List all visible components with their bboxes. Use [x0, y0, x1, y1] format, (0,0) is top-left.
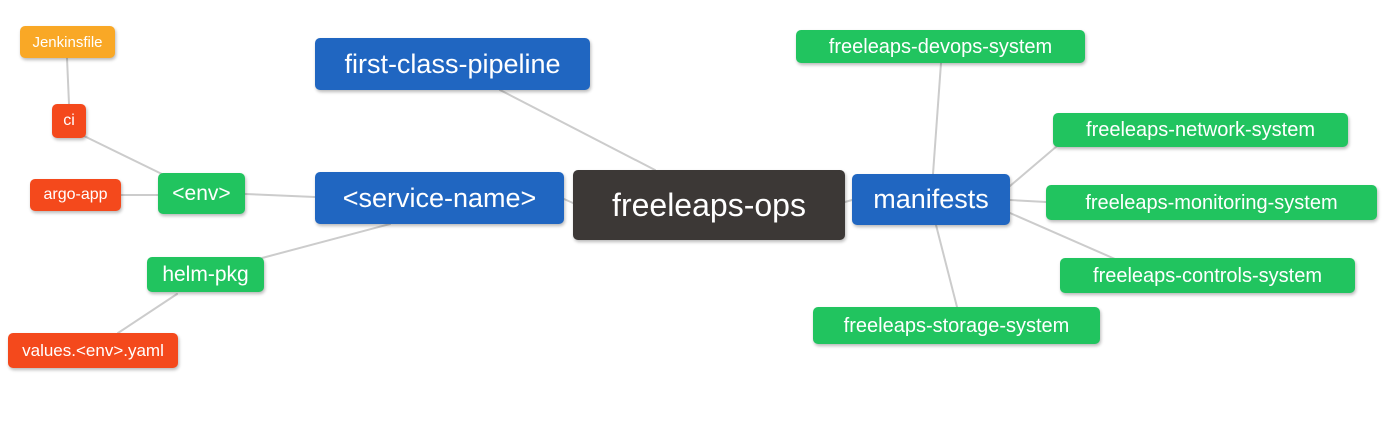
edge-manifests-to-monitoring-system: [1009, 199, 1047, 203]
mindmap-node-network-system[interactable]: freeleaps-network-system: [1053, 113, 1348, 147]
edge-service-name-to-freeleaps-ops: [563, 198, 574, 204]
mindmap-node-service-name[interactable]: <service-name>: [315, 172, 564, 224]
edge-ci-to-env: [83, 135, 167, 177]
edge-first-class-pipeline-to-freeleaps-ops: [499, 89, 656, 171]
mindmap-node-controls-system[interactable]: freeleaps-controls-system: [1060, 258, 1355, 293]
edge-manifests-to-network-system: [1009, 145, 1058, 187]
mindmap-node-storage-system[interactable]: freeleaps-storage-system: [813, 307, 1100, 344]
edge-jenkinsfile-to-ci: [66, 57, 70, 105]
edge-values-env-yaml-to-helm-pkg: [117, 293, 178, 334]
edge-helm-pkg-to-service-name: [261, 223, 391, 259]
edge-manifests-to-devops-system: [932, 62, 942, 175]
edge-freeleaps-ops-to-manifests: [844, 199, 853, 203]
edge-env-to-service-name: [244, 193, 316, 198]
mindmap-node-first-class-pipeline[interactable]: first-class-pipeline: [315, 38, 590, 90]
edge-manifests-to-controls-system: [1009, 212, 1116, 260]
mindmap-node-devops-system[interactable]: freeleaps-devops-system: [796, 30, 1085, 63]
mindmap-node-freeleaps-ops[interactable]: freeleaps-ops: [573, 170, 845, 240]
mindmap-node-ci[interactable]: ci: [52, 104, 86, 138]
edge-manifests-to-storage-system: [935, 224, 958, 308]
mindmap-node-values-env-yaml[interactable]: values.<env>.yaml: [8, 333, 178, 368]
mindmap-node-manifests[interactable]: manifests: [852, 174, 1010, 225]
mindmap-node-monitoring-system[interactable]: freeleaps-monitoring-system: [1046, 185, 1377, 220]
mindmap-node-jenkinsfile[interactable]: Jenkinsfile: [20, 26, 115, 58]
mindmap-node-argo-app[interactable]: argo-app: [30, 179, 121, 211]
mindmap-node-helm-pkg[interactable]: helm-pkg: [147, 257, 264, 292]
mindmap-node-env[interactable]: <env>: [158, 173, 245, 214]
